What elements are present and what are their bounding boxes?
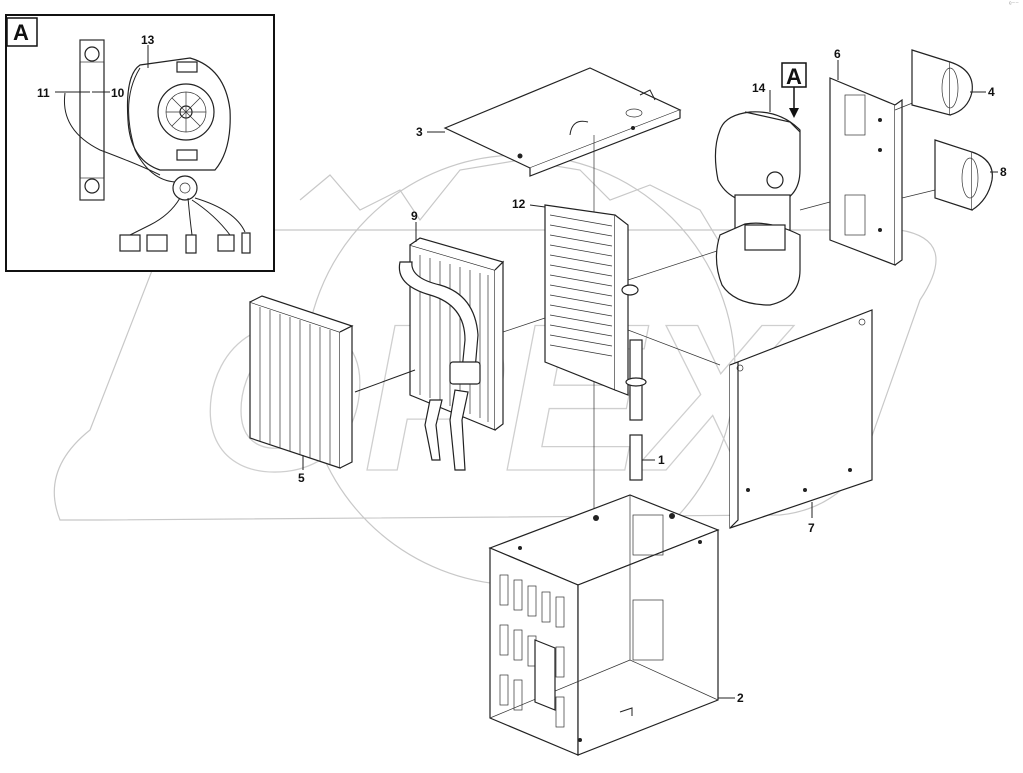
inset-ref-label: A bbox=[13, 20, 29, 45]
callout-5: 5 bbox=[298, 471, 305, 485]
part-12-grille-panel: 12 bbox=[512, 197, 639, 396]
part-2-housing-box: 2 bbox=[488, 494, 744, 756]
part-1-drain-tube: 1 bbox=[625, 339, 665, 481]
callout-14: 14 bbox=[752, 81, 766, 95]
part-7-side-plate: 7 bbox=[729, 309, 873, 535]
callout-9: 9 bbox=[411, 209, 418, 223]
callout-7: 7 bbox=[808, 521, 815, 535]
part-5-air-filter: 5 bbox=[249, 295, 416, 485]
corner-mark: ᵉ⁻⁻ bbox=[1009, 1, 1019, 8]
callout-8: 8 bbox=[1000, 165, 1007, 179]
part-4-outlet-duct: 4 bbox=[911, 49, 995, 116]
callout-2: 2 bbox=[737, 691, 744, 705]
callout-10: 10 bbox=[111, 86, 125, 100]
view-ref-label: A bbox=[786, 64, 802, 89]
leader-12-7 bbox=[627, 329, 721, 366]
callout-6: 6 bbox=[834, 47, 841, 61]
callout-3: 3 bbox=[416, 125, 423, 139]
part-8-outlet-duct: 8 bbox=[934, 139, 1007, 211]
callout-11: 11 bbox=[37, 86, 50, 100]
leader-9-12 bbox=[502, 317, 546, 333]
callout-4: 4 bbox=[988, 85, 995, 99]
leader-12-14 bbox=[627, 249, 721, 281]
part-14-blower-motor: 14 A bbox=[714, 62, 807, 306]
part-9-evaporator: 9 bbox=[398, 209, 505, 471]
callout-13: 13 bbox=[141, 33, 155, 47]
part-6-mounting-bracket: 6 bbox=[799, 47, 936, 266]
part-3-top-cover: 3 bbox=[416, 67, 682, 177]
callout-1: 1 bbox=[658, 453, 665, 467]
callout-12: 12 bbox=[512, 197, 526, 211]
inset-detail-a: A 11 10 1 bbox=[5, 14, 275, 272]
